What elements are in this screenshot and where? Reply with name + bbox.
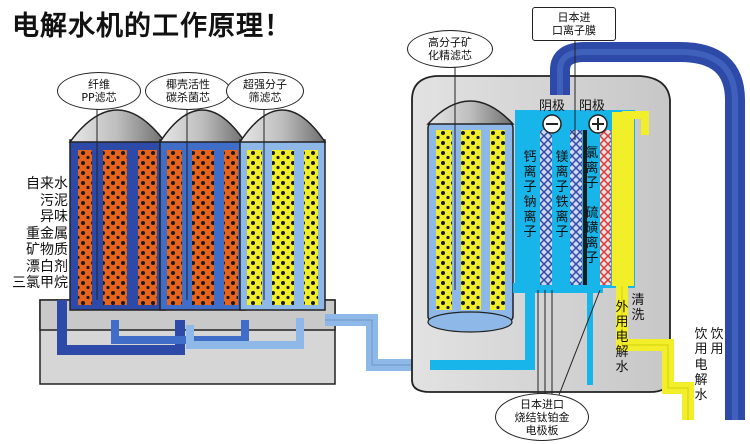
membrane-label-line1: 日本进: [557, 11, 591, 24]
mineral-filter-cartridge: [426, 100, 515, 333]
filter-2-label-line2: 碳杀菌芯: [166, 91, 210, 104]
anode-label: 阳极: [579, 99, 606, 114]
filter-cartridge-3: [238, 109, 327, 311]
page-title: 电解水机的工作原理！: [12, 11, 292, 42]
contaminant-label: 污泥: [40, 192, 68, 209]
contaminant-label: 异味: [40, 209, 68, 225]
wash-output-col1: 清洗: [631, 293, 645, 323]
filter-3-label: 超强分子 筛滤芯: [226, 72, 304, 110]
electrode-label-line1: 日本进口: [520, 397, 564, 411]
electrode-label-line2: 烧结钛铂金: [514, 410, 570, 424]
wash-output-col2: 外用: [615, 300, 629, 330]
membrane-label: 日本进 口离子膜: [532, 7, 616, 41]
filter-cartridge-2: [158, 109, 247, 311]
cathode-label: 阴极: [539, 99, 566, 114]
filter-3-label-line2: 筛滤芯: [248, 91, 282, 104]
mineral-filter-label-line1: 高分子矿: [428, 36, 472, 49]
inlet-pipe: [57, 300, 304, 355]
contaminant-label: 三氯甲烷: [12, 275, 68, 291]
filter-1-label: 纤维 PP滤芯: [57, 72, 141, 110]
contaminant-label: 自来水: [26, 176, 68, 192]
contaminant-label: 矿物质: [26, 242, 68, 258]
electrode-label: 日本进口 烧结钛铂金 电极板: [495, 393, 589, 441]
drink-output-col1: 饮用: [710, 327, 724, 357]
connector-pipe: [325, 314, 430, 371]
filter-2-label: 椰壳活性 碳杀菌芯: [145, 72, 231, 110]
electrode-label-line3: 电极板: [525, 423, 559, 437]
contaminant-label: 重金属: [26, 225, 68, 242]
wash-output-col3: 电解水: [615, 330, 629, 375]
mineral-filter-label: 高分子矿 化精滤芯: [407, 30, 493, 68]
filter-1-label-line1: 纤维: [88, 78, 110, 91]
cathode-ions-1: 钙离子钠离子: [523, 150, 537, 240]
contaminant-label: 漂白剂: [26, 258, 68, 275]
mineral-filter-label-line2: 化精滤芯: [428, 49, 472, 62]
leader-lines: [96, 40, 601, 396]
filter-3-label-line1: 超强分子: [243, 78, 287, 91]
drink-output-col3: 电解水: [694, 358, 708, 403]
anode-ions-1: 氯离子: [585, 146, 599, 191]
wash-outlet-pipe: [616, 111, 694, 420]
filter-2-label-line1: 椰壳活性: [166, 78, 210, 91]
membrane-label-line2: 口离子膜: [552, 24, 596, 37]
filter-cartridge-1: [68, 109, 167, 311]
contaminant-list: 自来水 污泥 异味 重金属 矿物质 漂白剂 三氯甲烷: [0, 176, 68, 292]
anode-ions-2: 硫磺离子: [585, 206, 599, 266]
cathode-ions-2: 镁离子铁离子: [555, 150, 569, 240]
drink-output-col2: 饮用: [694, 327, 708, 357]
drink-outlet-pipe: [550, 42, 745, 420]
filter-1-label-line2: PP滤芯: [81, 91, 117, 104]
